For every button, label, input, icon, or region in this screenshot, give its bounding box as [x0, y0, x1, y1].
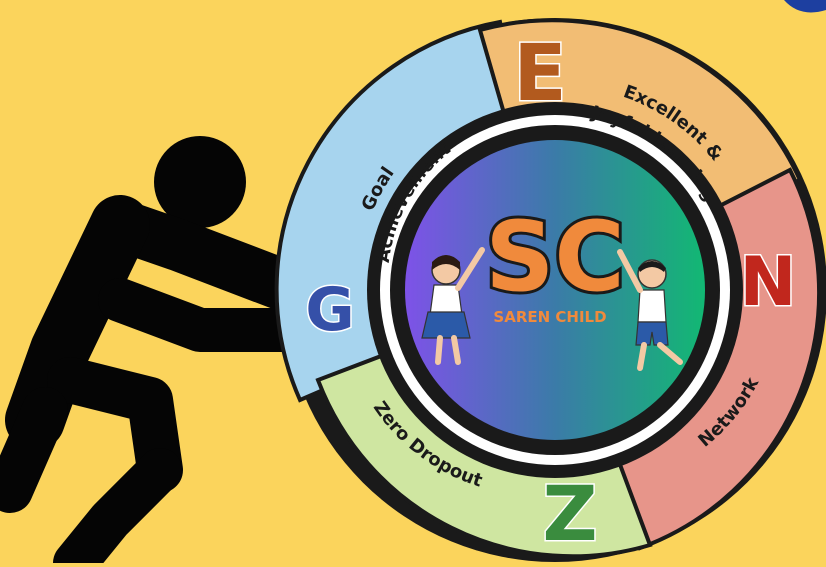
center-disc — [405, 140, 705, 440]
boy-holding-icon — [617, 249, 683, 371]
logo-subtitle: SAREN CHILD — [493, 308, 606, 326]
person-pushing-icon — [0, 136, 322, 567]
letter-g: G — [305, 275, 354, 345]
logo-sc: SC — [485, 201, 625, 313]
letter-n: N — [740, 243, 797, 322]
letter-e: E — [513, 29, 566, 119]
letter-z: Z — [542, 469, 597, 558]
corner-badge — [784, 0, 826, 13]
girl-holding-icon — [421, 247, 485, 365]
